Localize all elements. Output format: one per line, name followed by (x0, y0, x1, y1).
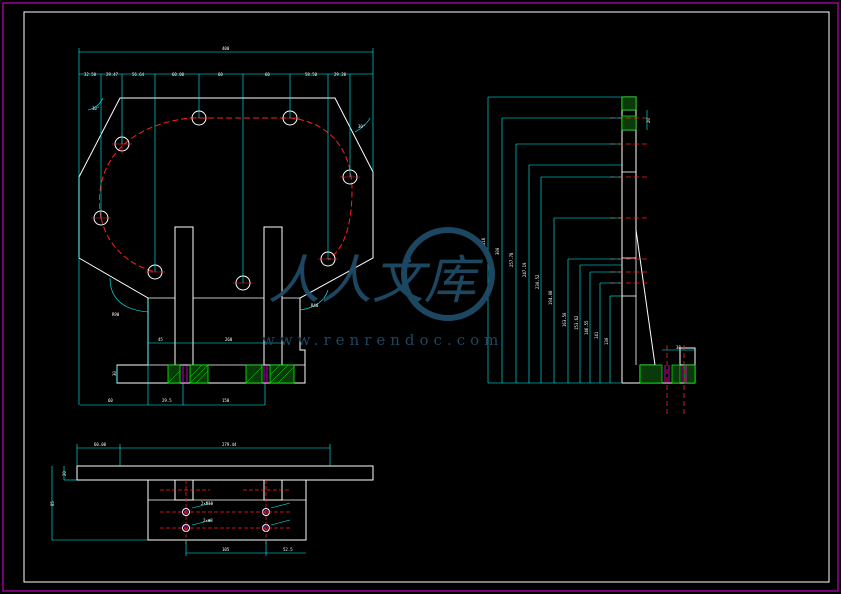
svg-text:38: 38 (676, 345, 681, 350)
bolt-circle (98, 117, 353, 261)
svg-text:279.44: 279.44 (222, 442, 237, 447)
hatch-section (167, 364, 181, 384)
front-view: 400 32.50 29.47 56.64 60.00 60 60 58.50 29.20… (78, 46, 374, 406)
svg-text:247.19: 247.19 (522, 262, 527, 277)
left-slot (174, 226, 194, 366)
hatch-section (621, 115, 637, 131)
svg-text:60: 60 (265, 72, 270, 77)
svg-text:60.00: 60.00 (94, 442, 107, 447)
svg-text:58.50: 58.50 (305, 72, 318, 77)
top-view-body (147, 480, 307, 541)
svg-text:56.64: 56.64 (132, 72, 145, 77)
watermark-cn: 人人文库 (268, 251, 484, 311)
svg-text:R90: R90 (112, 312, 120, 317)
hatch-section (671, 364, 681, 384)
svg-text:105: 105 (222, 547, 230, 552)
svg-text:163.50: 163.50 (562, 312, 567, 327)
svg-text:150: 150 (222, 398, 230, 403)
svg-text:130: 130 (604, 337, 609, 345)
svg-text:2×Φ8: 2×Φ8 (203, 518, 213, 523)
svg-text:32.50: 32.50 (84, 72, 97, 77)
svg-text:316: 316 (481, 237, 486, 245)
hatch-section (621, 96, 637, 111)
svg-text:400: 400 (222, 46, 230, 51)
svg-text:60: 60 (108, 398, 113, 403)
svg-text:30°: 30° (92, 106, 99, 111)
svg-text:29.20: 29.20 (334, 72, 347, 77)
svg-text:257.78: 257.78 (509, 252, 514, 267)
svg-text:60.00: 60.00 (172, 72, 185, 77)
svg-text:60: 60 (218, 72, 223, 77)
svg-text:260: 260 (225, 337, 233, 342)
hatch-section (245, 364, 263, 384)
watermark-url: www.renrendoc.com (262, 331, 503, 349)
svg-text:29.5: 29.5 (162, 398, 172, 403)
svg-text:29.47: 29.47 (106, 72, 119, 77)
watermark: 人人文库 www.renrendoc.com (262, 227, 503, 349)
svg-text:20: 20 (646, 118, 651, 123)
top-view: 60.00 279.44 85 20 105 52.5 2×M10 2×Φ8 (50, 442, 374, 556)
svg-text:20: 20 (62, 471, 67, 476)
svg-text:153.62: 153.62 (574, 315, 579, 330)
svg-text:85: 85 (50, 501, 55, 506)
svg-text:146.55: 146.55 (584, 320, 589, 335)
svg-text:141: 141 (594, 331, 599, 339)
side-view-outline (622, 96, 696, 384)
svg-text:2×M10: 2×M10 (201, 501, 214, 506)
svg-text:30: 30 (112, 371, 117, 376)
svg-text:45: 45 (158, 337, 163, 342)
hatch-section (639, 364, 663, 384)
svg-text:R40: R40 (311, 303, 319, 308)
side-view: 316 300 257.78 247.19 230.52 194.08 163.… (481, 96, 696, 415)
top-plate (76, 465, 374, 481)
drawing-frame (23, 11, 830, 583)
watermark-logo (401, 227, 495, 321)
svg-text:194.08: 194.08 (548, 290, 553, 305)
svg-text:30°: 30° (358, 124, 365, 129)
hatch-section (269, 364, 295, 384)
top-hole (182, 508, 190, 516)
svg-text:300: 300 (495, 247, 500, 255)
svg-text:52.5: 52.5 (283, 547, 293, 552)
svg-text:230.52: 230.52 (535, 274, 540, 289)
